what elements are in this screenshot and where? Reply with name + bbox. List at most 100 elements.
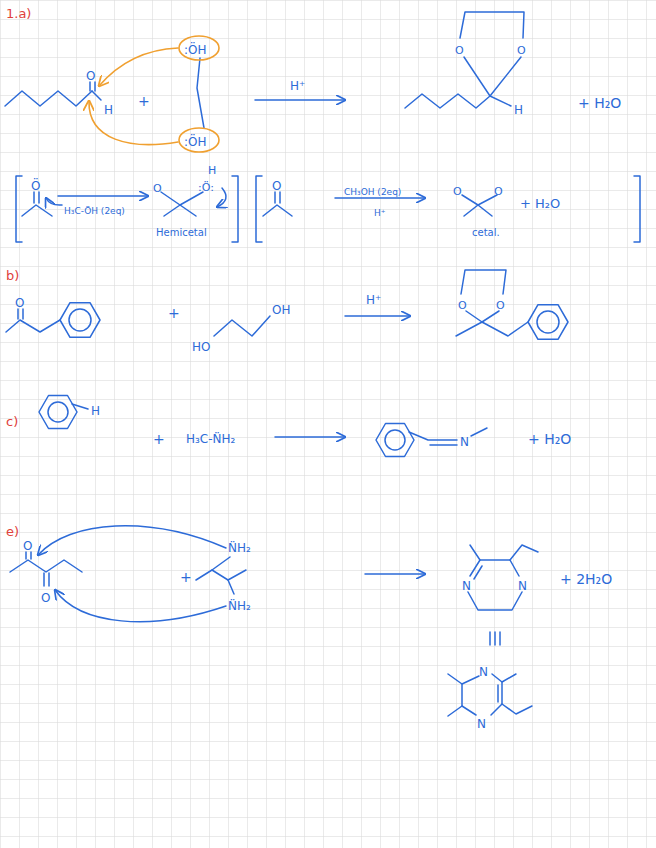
label-slot: H xyxy=(91,401,100,419)
aromatic-circle xyxy=(537,311,559,333)
label-slot: + xyxy=(180,568,192,586)
ring-bridge xyxy=(460,12,524,38)
bond xyxy=(72,404,88,409)
pyrazine-ring xyxy=(462,674,502,715)
bracket xyxy=(634,176,640,242)
carbon-chain xyxy=(22,205,52,216)
benzene-ring xyxy=(528,305,568,340)
chem-label: O xyxy=(86,69,95,83)
chem-label: H₃C-ÖH (2eq) xyxy=(64,206,125,216)
curly-arrow xyxy=(55,590,226,622)
label-slot: N̈H₂ xyxy=(228,596,251,614)
label-slot: N xyxy=(462,576,471,594)
bracket xyxy=(16,176,22,242)
label-slot: H⁺ xyxy=(374,202,386,220)
carbon-chain xyxy=(405,94,490,108)
label-slot: + xyxy=(153,430,165,448)
double-bond xyxy=(26,552,31,559)
label-slot: O xyxy=(153,178,162,196)
label-slot: + xyxy=(138,92,150,110)
label-slot: N xyxy=(460,432,469,450)
chem-label: O xyxy=(15,296,24,310)
double-bond xyxy=(275,192,280,203)
label-slot: H₃C-ÖH (2eq) xyxy=(64,200,125,218)
chem-label: + H₂O xyxy=(528,431,571,447)
chem-label: H⁺ xyxy=(366,293,381,307)
chem-label: e) xyxy=(6,524,19,539)
chem-label: N̈H₂ xyxy=(228,541,251,555)
label-slot: :ÖH xyxy=(184,132,207,150)
chem-label: O xyxy=(496,299,505,312)
chem-label: H xyxy=(514,103,523,117)
label-slot: :ÖH xyxy=(184,40,207,58)
label-slot: O xyxy=(15,293,24,311)
chem-label: 1.a) xyxy=(6,6,31,21)
chem-label: O xyxy=(453,185,462,198)
chem-label: c) xyxy=(6,414,18,429)
reaction-arrow xyxy=(365,573,425,575)
label-slot: N xyxy=(477,714,486,732)
double-bond xyxy=(90,82,95,91)
carbon-chain xyxy=(482,322,528,336)
aromatic-circle xyxy=(48,402,68,422)
benzene-ring xyxy=(376,424,414,457)
orange-marks xyxy=(89,36,219,152)
chem-label: H₃C-N̈H₂ xyxy=(186,432,235,446)
label-slot: H₃C-N̈H₂ xyxy=(186,429,235,447)
label-slot: 1.a) xyxy=(6,4,31,22)
carbon-chain xyxy=(214,316,270,336)
label-slot: N xyxy=(479,662,488,680)
reaction-arrow xyxy=(345,315,410,317)
chem-label: + xyxy=(180,569,192,585)
reaction-arrow xyxy=(275,436,345,438)
bond xyxy=(471,428,487,436)
label-slot: O xyxy=(453,181,462,199)
bond xyxy=(490,96,511,106)
curly-arrow xyxy=(99,48,178,86)
label-slot: H⁺ xyxy=(290,76,305,94)
label-slot: O xyxy=(494,181,503,199)
carbon-chain xyxy=(263,205,292,216)
curly-arrow xyxy=(38,526,226,555)
chem-label: O xyxy=(455,44,464,57)
double-bond xyxy=(44,573,49,586)
ink-strokes xyxy=(5,12,640,716)
chem-label: N̈H₂ xyxy=(228,599,251,613)
highlight-circle xyxy=(179,36,219,60)
chem-label: + H₂O xyxy=(520,196,560,211)
equivalence-sign xyxy=(490,632,500,645)
label-slot: O xyxy=(458,295,467,313)
label-slot: :Ö: xyxy=(198,177,214,195)
carbon-chain xyxy=(6,320,60,332)
chem-label: HO xyxy=(192,340,210,354)
reaction-arrow xyxy=(255,99,345,101)
label-slot: e) xyxy=(6,522,19,540)
curly-arrow xyxy=(46,198,62,205)
label-slot: + H₂O xyxy=(578,94,621,112)
imine-bond xyxy=(409,432,457,445)
chem-label: O xyxy=(458,299,467,312)
label-slot: + 2H₂O xyxy=(560,570,612,588)
label-slot: O xyxy=(272,176,281,194)
chem-label: b) xyxy=(6,268,19,283)
label-slot: cetal. xyxy=(472,222,500,240)
chem-label: O xyxy=(272,179,281,193)
chem-label: + xyxy=(138,93,150,109)
label-slot: N xyxy=(518,576,527,594)
chem-label: N xyxy=(460,435,469,449)
chem-label: + xyxy=(153,431,165,447)
label-slot: O xyxy=(41,588,50,606)
bond xyxy=(448,674,532,716)
chem-label: + H₂O xyxy=(578,95,621,111)
label-slot: + H₂O xyxy=(528,430,571,448)
chem-label: cetal. xyxy=(472,227,500,238)
curly-arrow xyxy=(89,101,178,145)
chem-label: H⁺ xyxy=(290,79,305,93)
chem-label: :ÖH xyxy=(184,135,207,149)
chem-label: H xyxy=(104,103,113,117)
chem-label: :Ö: xyxy=(198,181,214,194)
